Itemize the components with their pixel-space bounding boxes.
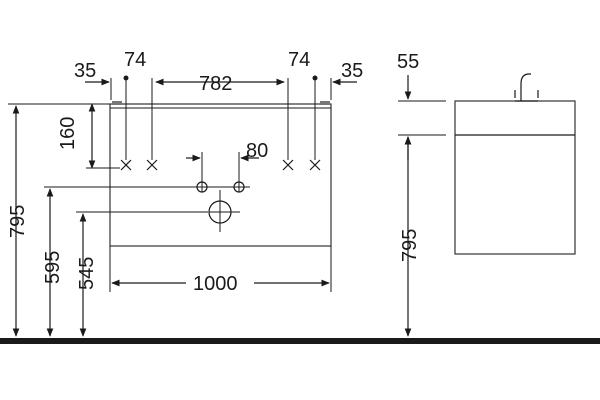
dim-right-holes: 74 <box>288 49 310 71</box>
dim-side-height: 795 <box>399 229 421 262</box>
dim-right-edge: 35 <box>341 60 363 82</box>
dim-height-total: 795 <box>7 205 29 238</box>
dim-tap-spacing: 80 <box>246 140 268 162</box>
mounting-hole-mark <box>282 159 294 171</box>
dim-height-tap: 595 <box>42 251 64 284</box>
dim-top-height: 55 <box>397 51 419 73</box>
mounting-hole-mark <box>120 159 132 171</box>
faucet-icon <box>514 73 539 102</box>
hole-dot <box>312 75 318 81</box>
dim-hole-depth: 160 <box>57 117 79 150</box>
hole-dot <box>123 75 129 81</box>
dim-center-span: 782 <box>199 73 232 95</box>
cabinet-body <box>454 100 576 255</box>
counter-edge-right <box>320 101 330 105</box>
counter-edge-left <box>112 101 122 105</box>
dim-left-edge: 35 <box>74 60 96 82</box>
mounting-hole-marks <box>120 159 321 171</box>
floor-line <box>0 338 600 344</box>
dim-width: 1000 <box>193 273 238 295</box>
extension-lines-top <box>110 78 332 160</box>
dim-left-holes: 74 <box>124 49 146 71</box>
dim-height-drain: 545 <box>76 257 98 290</box>
mounting-hole-mark <box>146 159 158 171</box>
mounting-hole-mark <box>309 159 321 171</box>
side-view: 55 795 <box>397 51 576 337</box>
front-view: 35 74 782 74 35 80 1000 160 795 595 545 <box>7 49 363 337</box>
